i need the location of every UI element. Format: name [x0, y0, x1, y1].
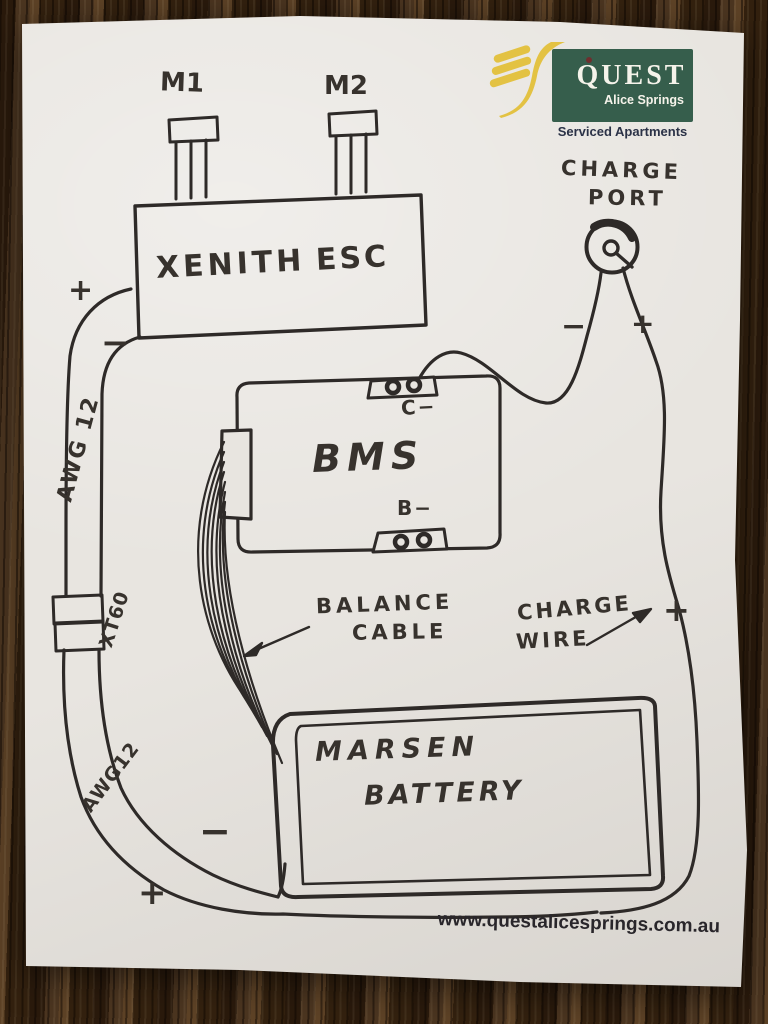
- quest-logo: QUEST Alice Springs: [552, 49, 693, 122]
- motor-connector-m1: [167, 115, 220, 201]
- motor2-label: M2: [324, 71, 368, 101]
- bms-label: BMS: [311, 433, 425, 481]
- wire-esc-negative: [97, 335, 287, 899]
- charge-port-label-line2: PORT: [587, 185, 668, 211]
- esc-label-word2: ESC: [315, 239, 390, 278]
- c-minus-label: C−: [400, 394, 438, 420]
- motor1-label: M1: [159, 67, 205, 99]
- quest-logo-swoosh-icon: [489, 42, 592, 118]
- esc-minus-sign: −: [101, 323, 130, 363]
- balance-cable-label-line1: BALANCE: [315, 589, 454, 619]
- motor-connector-m2: [327, 109, 379, 196]
- battery-label-line2: BATTERY: [363, 775, 526, 812]
- charge-wire-arrow: [585, 607, 653, 647]
- quest-logo-brand: QUEST: [576, 60, 687, 91]
- wire-charge-negative: [417, 271, 603, 405]
- esc-label-word1: XENITH: [155, 243, 307, 286]
- xt60-connector: [51, 593, 106, 653]
- charge-port-label-line1: CHARGE: [560, 155, 683, 185]
- esc-plus-sign: +: [68, 273, 94, 308]
- bms-c-minus-terminal: [366, 375, 439, 400]
- b-minus-label: B−: [397, 496, 434, 520]
- balance-cable-label-line2: CABLE: [351, 619, 448, 645]
- charge-port-symbol: [584, 218, 640, 275]
- charge-wire-label-line2: WIRE: [515, 626, 591, 654]
- balance-cable-arrow: [242, 625, 311, 658]
- bms-balance-connector: [218, 428, 253, 521]
- battery-minus-sign: −: [199, 809, 231, 853]
- charge-wire-plus-sign: +: [663, 591, 690, 629]
- battery-plus-sign: +: [138, 873, 167, 913]
- balance-cable-bundle: [197, 440, 284, 765]
- battery-label-line1: MARSEN: [314, 731, 481, 768]
- wire-charge-positive: [599, 266, 701, 915]
- quest-logo-tagline: Serviced Apartments: [557, 124, 688, 139]
- battery-box: [270, 695, 666, 900]
- wire-esc-positive: [61, 287, 599, 919]
- charge-port-minus-sign: −: [561, 309, 587, 344]
- charge-port-plus-sign: +: [631, 307, 655, 340]
- esc-box: [133, 193, 428, 340]
- bms-box: [218, 374, 502, 554]
- bms-b-minus-terminal: [371, 527, 449, 554]
- quest-logo-location: Alice Springs: [604, 93, 684, 107]
